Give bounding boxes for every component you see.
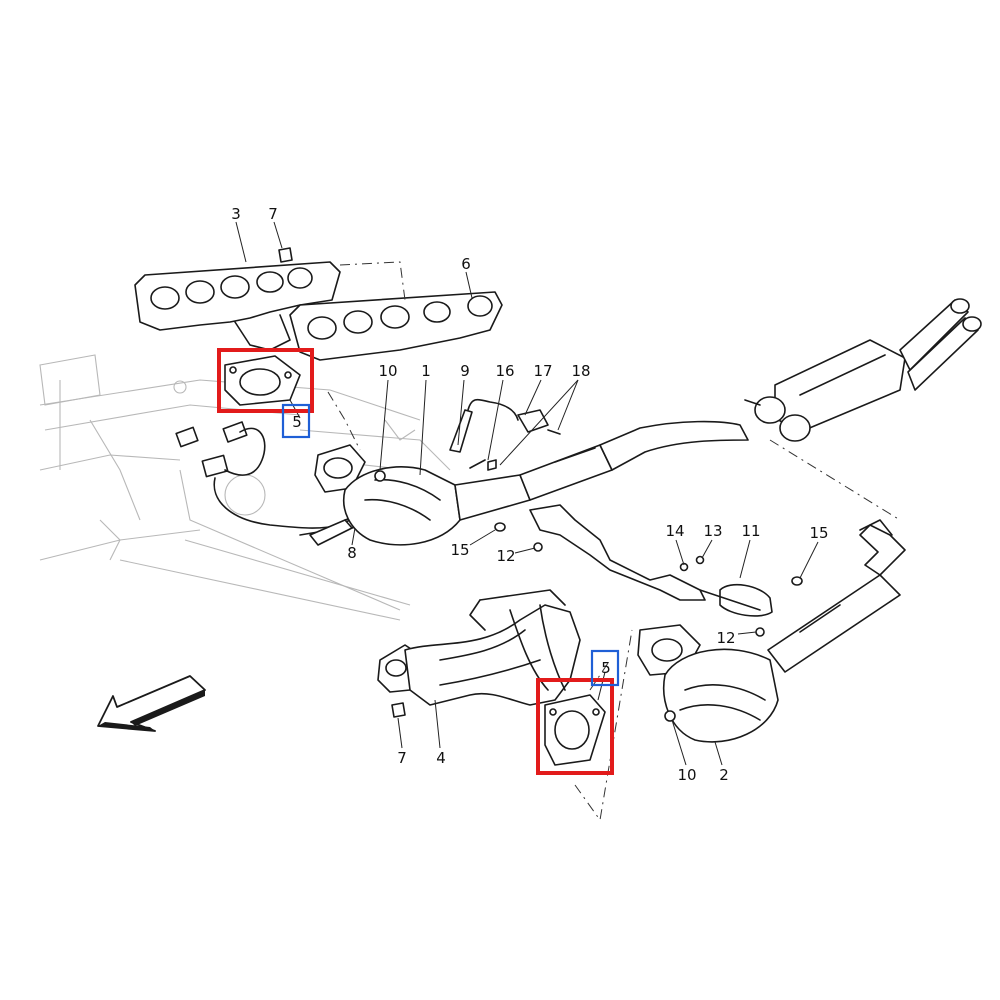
callout-15-left: 15 <box>450 541 469 559</box>
callout-7-lower: 7 <box>397 749 407 767</box>
washer-15-right <box>791 576 803 586</box>
hanger-11 <box>529 504 773 617</box>
nut-12-right <box>755 627 765 637</box>
lower-manifold-4 <box>377 589 581 706</box>
highlight-box-upper <box>217 348 314 413</box>
callout-3: 3 <box>231 205 241 223</box>
callout-9: 9 <box>460 362 470 380</box>
callout-5-lower: 5 <box>601 659 611 677</box>
callout-8: 8 <box>347 544 357 562</box>
upper-manifold-rear <box>289 291 503 361</box>
catalytic-converter-2 <box>637 519 906 743</box>
highlight-box-label-5-lower <box>590 649 620 687</box>
direction-arrow-icon <box>97 675 206 732</box>
nut-10-lower <box>664 710 676 722</box>
sensor-wiring-left <box>175 421 351 536</box>
bolt-13 <box>695 555 705 565</box>
leader-lines <box>235 221 819 766</box>
nut-12-left <box>533 542 543 552</box>
callout-13: 13 <box>703 522 722 540</box>
callout-labels: 3 7 6 10 1 9 16 17 18 5 8 15 12 14 13 11… <box>231 205 828 784</box>
callout-10-lower: 10 <box>677 766 696 784</box>
callout-6: 6 <box>461 255 471 273</box>
catalytic-converter-1 <box>314 420 749 546</box>
nut-7-lower <box>391 702 406 718</box>
nut-10-upper <box>374 470 386 482</box>
nut-7-upper <box>278 247 293 263</box>
fasteners <box>278 247 803 722</box>
callout-10-upper: 10 <box>378 362 397 380</box>
callout-1: 1 <box>421 362 431 380</box>
callout-4: 4 <box>436 749 446 767</box>
highlight-boxes <box>217 348 620 775</box>
callout-18: 18 <box>571 362 590 380</box>
highlight-box-label-5-upper <box>281 403 311 439</box>
callout-5-upper: 5 <box>292 413 302 431</box>
callout-16: 16 <box>495 362 514 380</box>
callout-12-left: 12 <box>496 547 515 565</box>
callout-2: 2 <box>719 766 729 784</box>
gasket-lower <box>544 694 606 766</box>
bracket-16-17-18 <box>469 409 561 471</box>
gasket-upper <box>224 355 301 406</box>
rear-silencer <box>744 298 982 442</box>
callout-7-upper: 7 <box>268 205 278 223</box>
highlight-box-lower <box>536 678 614 775</box>
washer-15-left <box>494 522 506 532</box>
callout-12-right: 12 <box>716 629 735 647</box>
callout-17: 17 <box>533 362 552 380</box>
callout-15-right: 15 <box>809 524 828 542</box>
callout-11: 11 <box>741 522 760 540</box>
callout-14: 14 <box>665 522 684 540</box>
